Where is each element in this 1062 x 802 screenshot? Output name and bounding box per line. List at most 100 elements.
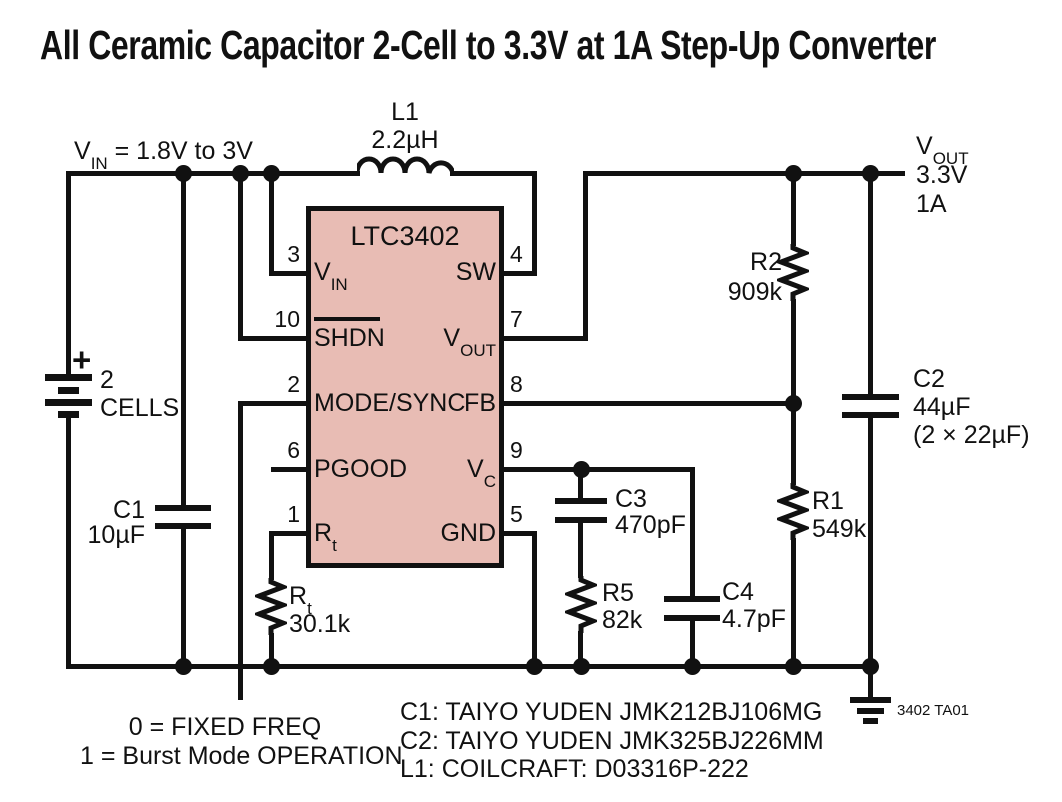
inductor-value: 2.2µH: [371, 126, 439, 154]
pin-label-vout: VOUT: [443, 324, 496, 360]
rt-upper-wire: [269, 536, 274, 580]
pin-label-vin: VIN: [314, 258, 348, 294]
c4-plate-bottom: [664, 615, 720, 621]
c3-plate-top: [555, 498, 607, 504]
parts-note-c2: C2: TAIYO YUDEN JMK325BJ226MM: [400, 727, 824, 755]
inductor-symbol: [357, 156, 454, 174]
junction-dot: [862, 658, 879, 675]
input-rail-after-inductor: [450, 171, 537, 176]
junction-dot: [785, 658, 802, 675]
mode-sync-dropper: [238, 406, 243, 700]
r5-lower-wire: [578, 631, 583, 666]
pin5-stub: [504, 531, 537, 536]
pin-label-gnd: GND: [440, 519, 496, 547]
c2-plate-bottom: [842, 412, 899, 418]
gnd-drop: [532, 536, 537, 666]
r1-value: 549k: [812, 515, 867, 543]
junction-dot: [862, 165, 879, 182]
r1-lower-wire: [791, 538, 796, 666]
c1-top-wire: [181, 176, 186, 507]
r1-ref: R1: [812, 487, 844, 515]
c3-value: 470pF: [615, 511, 686, 539]
junction-dot: [572, 658, 590, 675]
pin-number-2: 2: [287, 371, 300, 397]
parts-note-c1: C1: TAIYO YUDEN JMK212BJ106MG: [400, 698, 823, 726]
pin-number-7: 7: [510, 306, 523, 332]
c3-top-wire: [578, 472, 583, 500]
battery-label: CELLS: [100, 394, 180, 422]
pin-number-10: 10: [274, 306, 300, 332]
pin-number-1: 1: [287, 501, 300, 527]
r5-value: 82k: [602, 606, 643, 634]
ground-symbol-bar2: [857, 708, 884, 714]
sw-riser: [532, 176, 537, 276]
r1-upper-wire: [791, 406, 796, 485]
ic-ltc3402: [306, 206, 504, 568]
parts-note-l1: L1: COILCRAFT: D03316P-222: [400, 755, 749, 783]
mode-note-line2: 1 = Burst Mode OPERATION: [80, 742, 403, 770]
pin10-stub: [238, 336, 306, 341]
c3-r5-link: [578, 521, 583, 578]
ic-name: LTC3402: [350, 221, 460, 251]
pin-label-sw: SW: [455, 258, 496, 286]
battery-plate-short-1: [58, 387, 79, 394]
r2-ref: R2: [750, 248, 782, 276]
pin2-stub: [238, 401, 306, 406]
input-rail: [66, 171, 360, 176]
rt-value: 30.1k: [289, 610, 351, 638]
battery-plate-long-1: [45, 374, 92, 381]
vc-wire: [504, 467, 695, 472]
junction-dot: [526, 658, 543, 675]
c2-bottom-wire: [868, 416, 873, 666]
c4-top-wire: [690, 472, 695, 598]
pin-number-9: 9: [510, 437, 523, 463]
output-rail: [583, 171, 905, 176]
c1-plate-top: [155, 505, 211, 511]
ground-symbol-bar1: [850, 697, 891, 703]
junction-dot: [174, 165, 192, 182]
battery-top-wire: [66, 174, 71, 376]
pin1-stub: [269, 531, 306, 536]
pin4-stub: [504, 271, 537, 276]
battery-qty: 2: [100, 366, 114, 394]
ground-stem: [868, 666, 873, 697]
r5-ref: R5: [602, 579, 634, 607]
ground-symbol-bar3: [863, 718, 878, 724]
shdn-riser: [238, 176, 243, 341]
junction-dot: [572, 461, 590, 478]
c4-value: 4.7pF: [722, 605, 786, 633]
vout-voltage: 3.3V: [916, 161, 968, 189]
c2-note: (2 × 22µF): [913, 421, 1030, 449]
c2-plate-top: [842, 394, 899, 400]
pin-number-6: 6: [287, 437, 300, 463]
pin-number-5: 5: [510, 501, 523, 527]
fb-wire: [504, 401, 796, 406]
pin-label-shdn: SHDN: [314, 324, 385, 352]
pin-label-rt: Rt: [314, 519, 337, 555]
resistor-r5-symbol: [565, 576, 597, 633]
pin7-stub: [504, 336, 588, 341]
junction-dot: [263, 658, 280, 675]
c2-value: 44µF: [913, 393, 971, 421]
c3-ref: C3: [615, 485, 647, 513]
inductor-ref: L1: [391, 98, 419, 126]
junction-dot: [263, 165, 280, 182]
junction-dot: [785, 165, 802, 182]
r2-lower-wire: [791, 299, 796, 406]
r2-value: 909k: [727, 278, 782, 306]
c2-top-wire: [868, 176, 873, 396]
resistor-rt-symbol: [255, 578, 287, 635]
junction-dot: [684, 658, 701, 675]
c1-ref: C1: [113, 496, 145, 524]
resistor-r1-symbol: [777, 483, 809, 540]
pin-label-pgood: PGOOD: [314, 455, 408, 483]
c1-plate-bottom: [155, 523, 211, 529]
page-title: All Ceramic Capacitor 2-Cell to 3.3V at …: [40, 22, 936, 68]
junction-dot: [174, 658, 192, 675]
c4-bottom-wire: [690, 619, 695, 666]
r2-upper-wire: [791, 176, 796, 246]
c4-ref: C4: [722, 578, 754, 606]
pin3-stub: [269, 271, 306, 276]
c4-plate-top: [664, 596, 720, 602]
